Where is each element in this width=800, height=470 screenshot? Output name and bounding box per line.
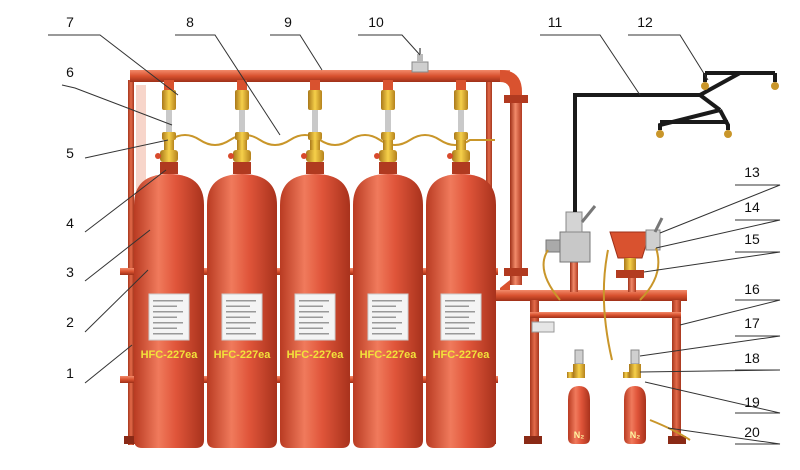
callout-number: 4 bbox=[66, 215, 74, 231]
pilot-cylinder-label: N₂ bbox=[630, 430, 641, 440]
pilot-valve bbox=[573, 364, 585, 378]
callout-number: 7 bbox=[66, 14, 74, 30]
flexible-hose bbox=[385, 110, 391, 132]
selector-valve-1 bbox=[545, 205, 597, 263]
container-valve bbox=[228, 132, 251, 162]
container-valve bbox=[374, 132, 397, 162]
nozzle bbox=[701, 82, 709, 90]
callout-number: 17 bbox=[744, 315, 760, 331]
leader-line bbox=[655, 219, 781, 249]
flexible-hose bbox=[239, 110, 245, 132]
pilot-cylinders: N₂ N₂ bbox=[567, 349, 646, 444]
callout-number: 11 bbox=[548, 14, 563, 30]
callout-number: 19 bbox=[744, 394, 760, 410]
cylinder-agent-label: HFC-227ea bbox=[214, 349, 272, 361]
check-valve bbox=[454, 90, 468, 110]
selector-valve-2 bbox=[609, 217, 664, 278]
manifold-pipe bbox=[130, 70, 687, 301]
leader-line bbox=[84, 269, 149, 333]
check-valve bbox=[162, 90, 176, 110]
cylinder-agent-label: HFC-227ea bbox=[433, 349, 491, 361]
pilot-cylinder: N₂ bbox=[623, 349, 646, 444]
check-valve bbox=[381, 90, 395, 110]
leader-line bbox=[84, 169, 167, 233]
callout-number: 16 bbox=[744, 281, 760, 297]
callout-number: 14 bbox=[744, 199, 760, 215]
callout-number: 9 bbox=[284, 14, 292, 30]
leader-line bbox=[639, 369, 781, 373]
cylinder-agent-label: HFC-227ea bbox=[141, 349, 199, 361]
check-valve bbox=[235, 90, 249, 110]
flexible-hose bbox=[166, 110, 172, 132]
cylinder-agent-label: HFC-227ea bbox=[360, 349, 418, 361]
leader-line bbox=[644, 381, 781, 414]
agent-cylinder: HFC-227ea bbox=[353, 80, 423, 448]
container-valve bbox=[301, 132, 324, 162]
check-valve bbox=[308, 90, 322, 110]
leader-line bbox=[61, 84, 173, 126]
pilot-gas-line bbox=[169, 134, 495, 146]
leader-line bbox=[175, 34, 281, 136]
cylinder-agent-label: HFC-227ea bbox=[287, 349, 345, 361]
selector-valve-assembly: N₂ N₂ bbox=[524, 205, 691, 444]
pressure-switch bbox=[411, 48, 429, 73]
discharge-piping bbox=[573, 71, 779, 212]
pilot-cylinder: N₂ bbox=[567, 349, 590, 444]
leader-line bbox=[659, 184, 781, 234]
container-valve bbox=[155, 132, 178, 162]
leader-line bbox=[667, 427, 781, 445]
pilot-cylinder-label: N₂ bbox=[574, 430, 585, 440]
leader-line bbox=[48, 34, 179, 96]
leader-line bbox=[679, 299, 781, 326]
agent-cylinder: HFC-227ea bbox=[426, 80, 496, 448]
callout-number: 12 bbox=[637, 14, 653, 30]
solenoid-actuator bbox=[630, 349, 640, 365]
nozzle bbox=[656, 130, 664, 138]
callout-number: 20 bbox=[744, 424, 760, 440]
leader-line bbox=[643, 251, 781, 273]
leader-line bbox=[540, 34, 641, 96]
callout-number: 6 bbox=[66, 64, 74, 80]
solenoid-actuator bbox=[574, 349, 584, 365]
agent-cylinder: HFC-227ea bbox=[207, 80, 277, 448]
container-valve bbox=[447, 132, 470, 162]
leader-line bbox=[639, 335, 781, 357]
callout-number: 10 bbox=[368, 14, 384, 30]
pilot-valve bbox=[629, 364, 641, 378]
leader-line bbox=[84, 139, 169, 159]
flexible-hose bbox=[458, 110, 464, 132]
nozzle bbox=[724, 130, 732, 138]
callout-number: 18 bbox=[744, 350, 760, 366]
callout-number: 15 bbox=[744, 231, 760, 247]
agent-cylinder: HFC-227ea bbox=[134, 80, 204, 448]
flexible-hose bbox=[312, 110, 318, 132]
leader-line bbox=[628, 34, 709, 81]
callout-number: 13 bbox=[744, 164, 760, 180]
leader-line bbox=[84, 229, 151, 282]
callout-number: 5 bbox=[66, 145, 74, 161]
leader-line bbox=[84, 344, 133, 384]
leader-line bbox=[270, 34, 323, 71]
nozzle bbox=[771, 82, 779, 90]
agent-cylinders: HFC-227ea HFC-227ea HFC-227ea HFC-227ea HFC-… bbox=[134, 80, 496, 448]
callout-number: 8 bbox=[186, 14, 194, 30]
callout-number: 3 bbox=[66, 264, 74, 280]
agent-cylinder: HFC-227ea bbox=[280, 80, 350, 448]
callout-number: 1 bbox=[66, 365, 74, 381]
callout-number: 2 bbox=[66, 314, 74, 330]
leader-line bbox=[358, 34, 421, 56]
